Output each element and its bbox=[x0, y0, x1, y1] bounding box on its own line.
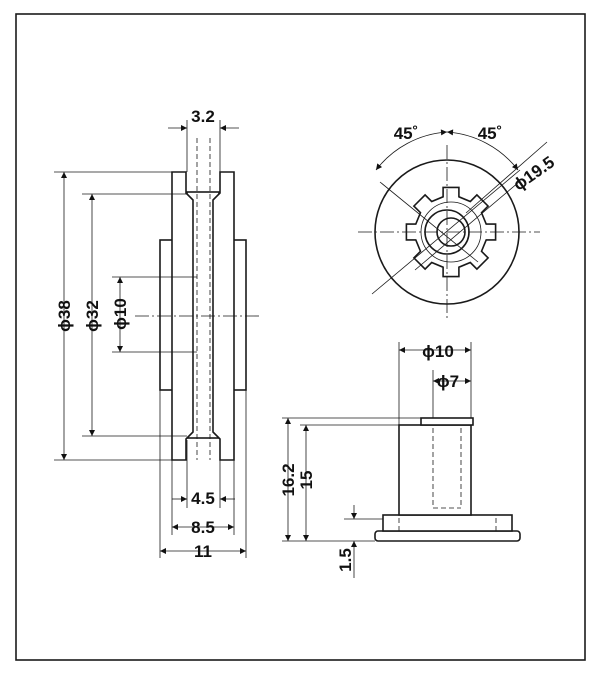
drawing-border bbox=[15, 13, 586, 661]
dim-dia-groove: ϕ32 bbox=[83, 300, 102, 332]
shaft-body bbox=[398, 424, 472, 516]
dim-shaft-inner: ϕ7 bbox=[437, 372, 459, 391]
shaft-flange bbox=[374, 530, 521, 542]
dim-dia-hub: ϕ10 bbox=[111, 298, 130, 330]
dim-height-shaft: 15 bbox=[297, 471, 316, 490]
shaft-top bbox=[420, 417, 474, 426]
dim-width-rim: 8.5 bbox=[191, 518, 215, 537]
dim-angle-right: 45˚ bbox=[478, 124, 503, 143]
angle-arc-left bbox=[375, 129, 448, 171]
diagonal-line-right bbox=[414, 181, 520, 271]
dim-width-groove: 4.5 bbox=[191, 489, 215, 508]
dim-angle-left: 45˚ bbox=[394, 124, 419, 143]
dim-dia-bolt: ϕ19.5 bbox=[510, 153, 558, 195]
leader-line-bolt bbox=[465, 141, 548, 214]
front-view-gear bbox=[358, 141, 548, 318]
dim-height-total: 16.2 bbox=[279, 463, 298, 496]
dim-width-total: 11 bbox=[194, 542, 212, 561]
angle-arc-right bbox=[446, 129, 519, 171]
shaft-collar bbox=[382, 514, 513, 532]
dim-shaft-outer: ϕ10 bbox=[422, 342, 454, 361]
side-view-pulley bbox=[135, 138, 262, 461]
dim-flange-thickness: 1.5 bbox=[336, 548, 355, 572]
shaft-view bbox=[374, 417, 521, 542]
diagonal-line-left bbox=[379, 181, 479, 263]
dim-width-top: 3.2 bbox=[191, 107, 215, 126]
dim-dia-outer: ϕ38 bbox=[55, 300, 74, 332]
diagonal-line-lower bbox=[371, 169, 521, 295]
